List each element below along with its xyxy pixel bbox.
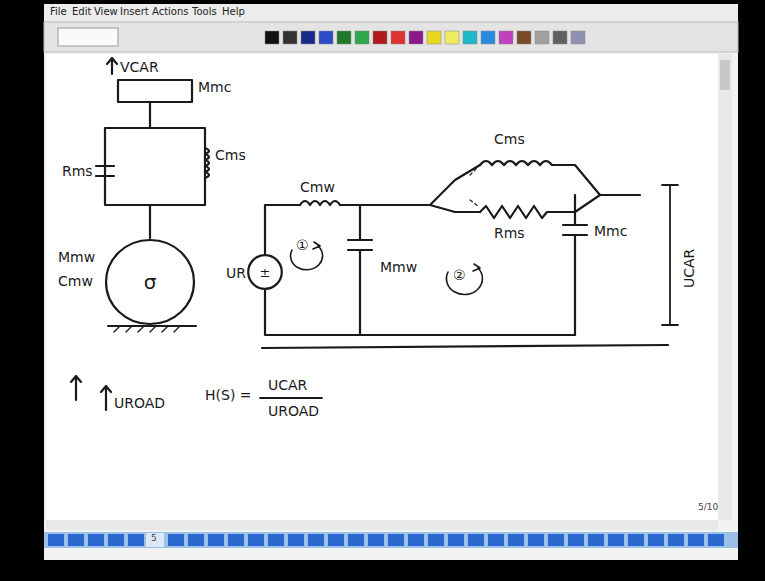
node-text: σ — [144, 272, 157, 292]
menu-item: Tools — [192, 7, 217, 17]
loop-number: ② — [453, 268, 466, 282]
voltage-label: UCAR — [682, 249, 696, 288]
menu-item: Help — [222, 7, 245, 17]
page-number: 5/10 — [698, 503, 718, 512]
inductor-label: Cms — [494, 132, 525, 146]
compliance-label: Cmw — [58, 274, 93, 288]
transfer-function: H(S) = — [205, 388, 252, 402]
menu-item: File — [50, 7, 67, 17]
voltage-source: ± — [247, 254, 283, 290]
source-label: UR — [226, 266, 246, 280]
velocity-label: UROAD — [114, 396, 165, 410]
capacitor-label: Mmw — [380, 260, 417, 274]
mass-label: Mmc — [198, 80, 231, 94]
loop-number: ① — [296, 238, 309, 252]
task-number: 5 — [151, 534, 157, 543]
mass-label: Mmw — [58, 250, 95, 264]
menu-item: Insert — [120, 7, 149, 17]
node-text: ± — [260, 266, 271, 279]
menu-item: Edit — [72, 7, 91, 17]
resistance-label: Rms — [62, 164, 93, 178]
menu-item: View — [94, 7, 118, 17]
velocity-label: UCAR — [268, 378, 307, 392]
compliance-label: Cms — [215, 148, 246, 162]
velocity-label: VCAR — [120, 60, 159, 74]
capacitor-label: Mmc — [594, 224, 627, 238]
inductor-label: Cmw — [300, 180, 335, 194]
wheel-symbol: σ — [136, 268, 164, 296]
resistor-label: Rms — [494, 226, 525, 240]
velocity-label: UROAD — [268, 404, 319, 418]
menu-item: Actions — [152, 7, 189, 17]
